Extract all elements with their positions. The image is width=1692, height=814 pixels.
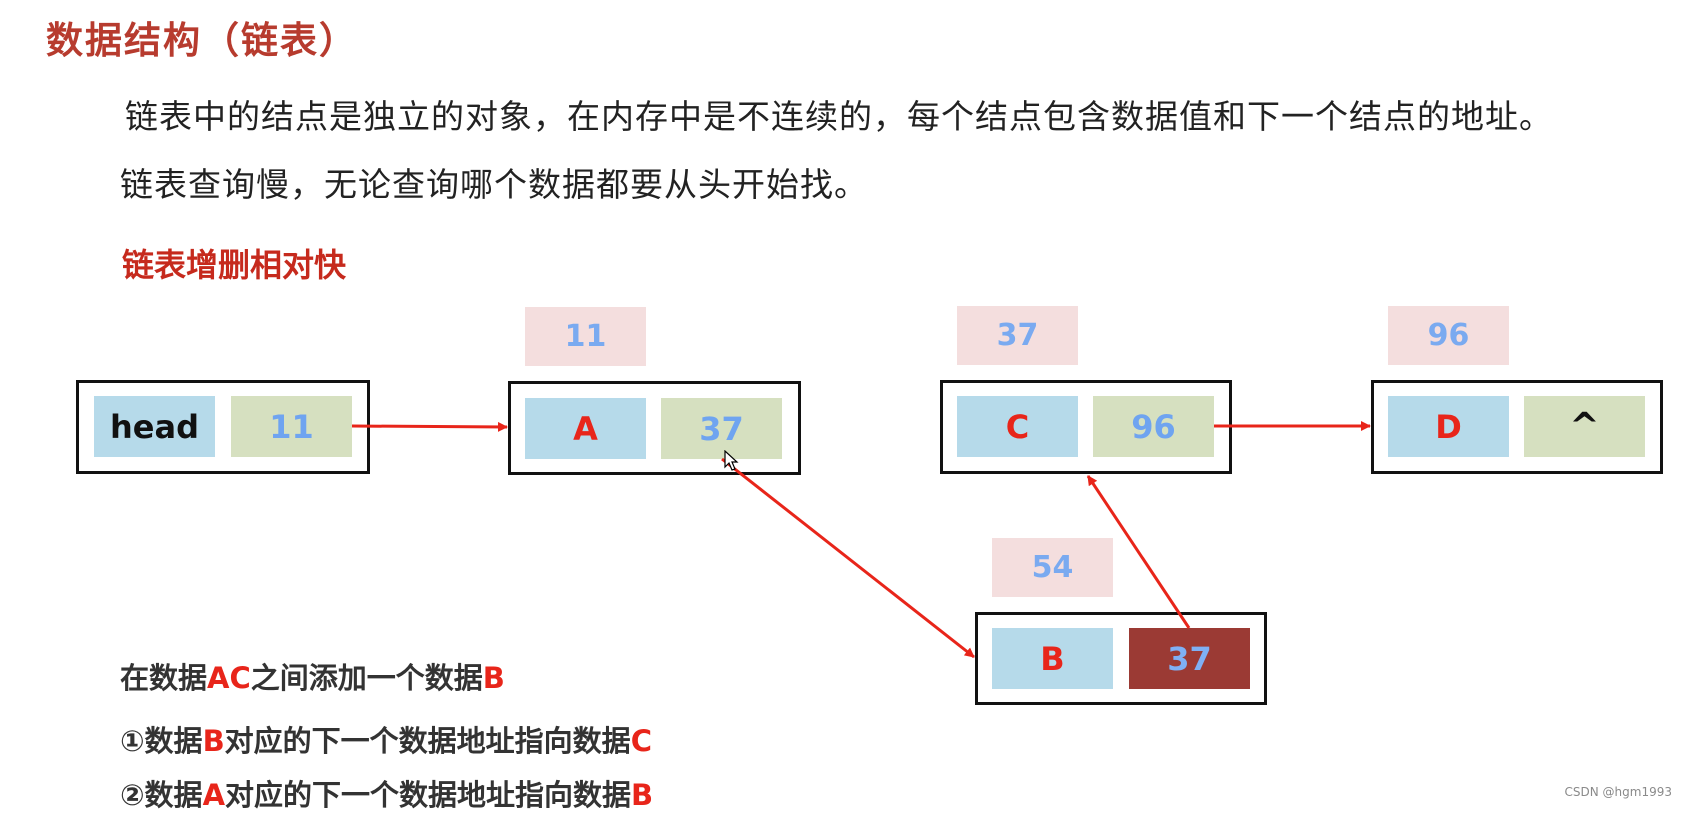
head-data-cell: head bbox=[94, 396, 215, 457]
address-label-d: 96 bbox=[1388, 306, 1509, 365]
page-title: 数据结构（链表） bbox=[46, 19, 358, 62]
highlight-note: 链表增删相对快 bbox=[122, 246, 347, 284]
step-2: ②数据A对应的下一个数据地址指向数据B bbox=[120, 778, 654, 812]
step-intro: 在数据AC之间添加一个数据B bbox=[120, 661, 505, 695]
mouse-cursor-icon bbox=[724, 450, 739, 471]
b-data-cell: B bbox=[992, 628, 1113, 689]
watermark: CSDN @hgm1993 bbox=[1564, 785, 1672, 799]
address-label-a: 11 bbox=[525, 307, 646, 366]
arrow-b-to-c bbox=[1086, 475, 1191, 629]
d-data-cell: D bbox=[1388, 396, 1509, 457]
c-data-cell: C bbox=[957, 396, 1078, 457]
step-1: ①数据B对应的下一个数据地址指向数据C bbox=[120, 724, 652, 758]
c-pointer-cell: 96 bbox=[1093, 396, 1214, 457]
arrow-head-to-a bbox=[351, 421, 508, 432]
head-pointer-cell: 11 bbox=[231, 396, 352, 457]
description-line-2: 链表查询慢，无论查询哪个数据都要从头开始找。 bbox=[120, 165, 868, 204]
address-label-c: 37 bbox=[957, 306, 1078, 365]
d-null-pointer-cell: ^ bbox=[1524, 396, 1645, 457]
arrow-a-to-b bbox=[721, 457, 975, 659]
a-data-cell: A bbox=[525, 398, 646, 459]
b-pointer-cell-highlighted: 37 bbox=[1129, 628, 1250, 689]
description-line-1: 链表中的结点是独立的对象，在内存中是不连续的，每个结点包含数据值和下一个结点的地… bbox=[125, 97, 1553, 136]
address-label-b: 54 bbox=[992, 538, 1113, 597]
a-pointer-cell: 37 bbox=[661, 398, 782, 459]
